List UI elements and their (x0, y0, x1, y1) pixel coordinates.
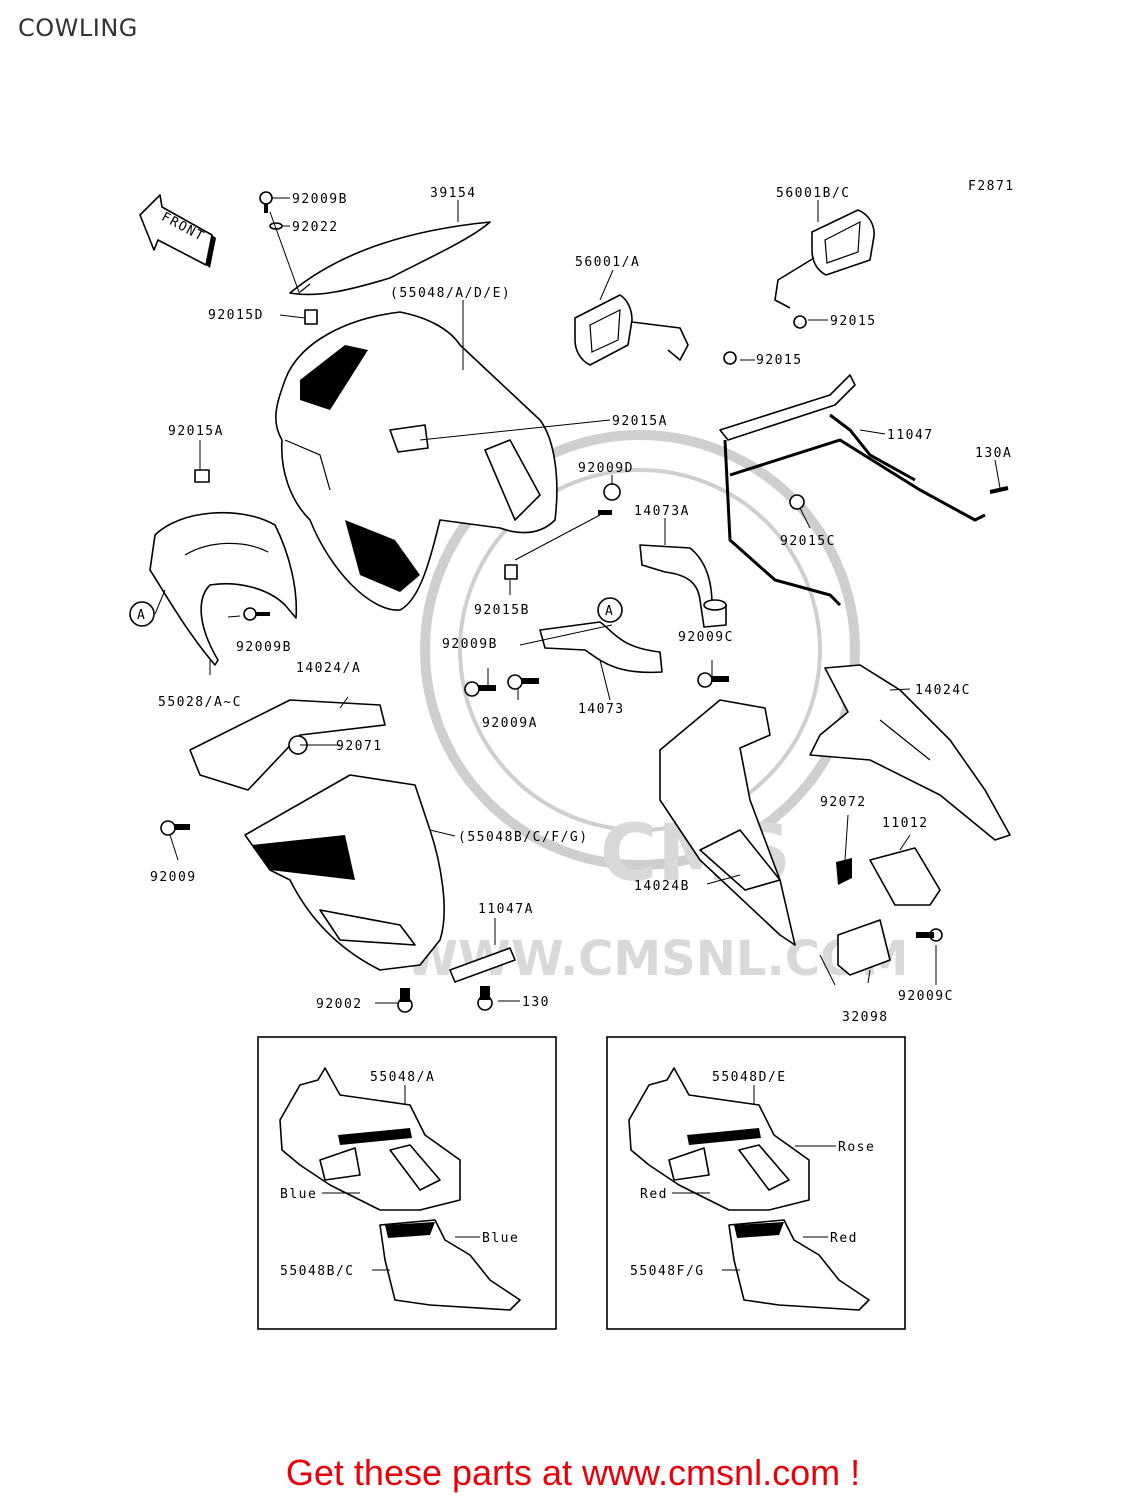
inset-right-lower-part: 55048F/G (630, 1264, 705, 1279)
leader-lines (154, 197, 1001, 1004)
diagram-title: COWLING (18, 14, 138, 42)
part-39154-shape (289, 221, 491, 296)
label-92022: 92022 (292, 220, 339, 235)
label-14073: 14073 (578, 702, 625, 717)
bolts-middle (464, 483, 729, 697)
label-55048ADE: (55048/A/D/E) (390, 286, 511, 301)
mirror-56001BC-shape (774, 209, 875, 329)
fasteners-top (259, 191, 318, 325)
stay-11047-shape (719, 374, 1009, 607)
label-92009C-right: 92009C (898, 989, 954, 1004)
callout-a-left: A (129, 601, 155, 627)
inner-cover-14024A-shape (160, 699, 386, 836)
pocket-parts-shape (836, 847, 943, 976)
label-92009A: 92009A (482, 716, 538, 731)
label-92015A-mid: 92015A (612, 414, 668, 429)
label-56001BC: 56001B/C (776, 186, 851, 201)
label-130A: 130A (975, 446, 1012, 461)
label-92015A-left: 92015A (168, 424, 224, 439)
inner-cover-14024B-shape (659, 699, 796, 946)
windscreen-shape (149, 469, 298, 666)
inset-right: 55048D/E Rose Red Red 55048F/G (606, 1036, 906, 1330)
inset-left-lower-part: 55048B/C (280, 1264, 355, 1279)
label-32098: 32098 (842, 1010, 889, 1025)
label-92015-r2: 92015 (756, 353, 803, 368)
label-55048BCFG: (55048B/C/F/G) (458, 830, 589, 845)
inset-right-upper-color-top: Rose (838, 1140, 875, 1155)
label-55028: 55028/A~C (158, 695, 242, 710)
front-arrow: FRONT (139, 194, 216, 268)
label-11012: 11012 (882, 816, 929, 831)
inset-right-lower-color: Red (830, 1231, 858, 1246)
inset-left: 55048/A Blue Blue 55048B/C (257, 1036, 557, 1330)
label-92009: 92009 (150, 870, 197, 885)
part-labels: 92009B 92022 39154 56001B/C 56001/A 9201… (150, 186, 1012, 1025)
label-92002: 92002 (316, 997, 363, 1012)
inset-left-upper-color: Blue (280, 1187, 317, 1202)
label-92009D: 92009D (578, 461, 634, 476)
callout-a-mid-letter: A (605, 604, 614, 619)
duct-14073-shape (539, 621, 663, 674)
inner-cover-14024C-shape (809, 664, 1011, 841)
inset-right-upper-color: Red (640, 1187, 668, 1202)
inset-right-upper-part: 55048D/E (712, 1070, 787, 1085)
label-92015C: 92015C (780, 534, 836, 549)
label-92009B-top: 92009B (292, 192, 348, 207)
label-11047A: 11047A (478, 902, 534, 917)
label-92009C-mid: 92009C (678, 630, 734, 645)
label-14024A: 14024/A (296, 661, 361, 676)
label-130: 130 (522, 995, 550, 1010)
label-39154: 39154 (430, 186, 477, 201)
callout-a-left-letter: A (137, 608, 146, 623)
label-92072: 92072 (820, 795, 867, 810)
label-92071: 92071 (336, 739, 383, 754)
label-92015D: 92015D (208, 308, 264, 323)
label-92009B-mid: 92009B (442, 637, 498, 652)
upper-cowling-shape (275, 311, 558, 611)
lower-cowling-shape (244, 774, 516, 1013)
label-14024B: 14024B (634, 879, 690, 894)
mirror-56001A-shape (574, 294, 737, 366)
label-14073A: 14073A (634, 504, 690, 519)
label-11047: 11047 (887, 428, 934, 443)
inset-left-upper-part: 55048/A (370, 1070, 435, 1085)
label-92009B-left: 92009B (236, 640, 292, 655)
label-14024C: 14024C (915, 683, 971, 698)
label-92015-r1: 92015 (830, 314, 877, 329)
callout-a-mid: A (597, 597, 623, 623)
label-92015B: 92015B (474, 603, 530, 618)
inset-left-lower-color: Blue (482, 1231, 519, 1246)
promo-link[interactable]: Get these parts at www.cmsnl.com ! (285, 1452, 861, 1493)
label-56001A: 56001/A (575, 255, 640, 270)
figure-code: F2871 (968, 179, 1015, 194)
duct-14073A-shape (639, 544, 727, 628)
